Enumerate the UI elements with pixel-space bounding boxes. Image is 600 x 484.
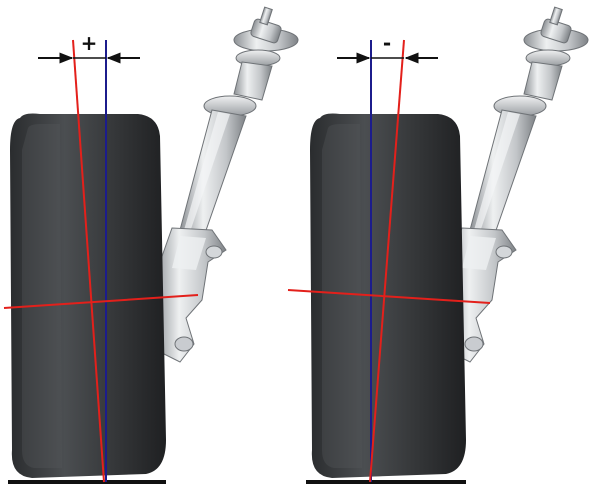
- camber-line-left: [72, 39, 105, 483]
- panel-negative-camber: -: [287, 6, 589, 484]
- wheel-axis-line-left: [3, 294, 199, 309]
- suspension-assembly-left: [153, 6, 299, 363]
- panel-positive-camber: +: [3, 6, 299, 484]
- camber-sign-negative: -: [383, 31, 391, 55]
- wheel-axis-line-right: [287, 289, 491, 304]
- camber-line-right: [369, 39, 405, 483]
- suspension-assembly-right: [443, 6, 589, 363]
- tire-icon: [10, 113, 166, 478]
- camber-sign-positive: +: [81, 31, 98, 55]
